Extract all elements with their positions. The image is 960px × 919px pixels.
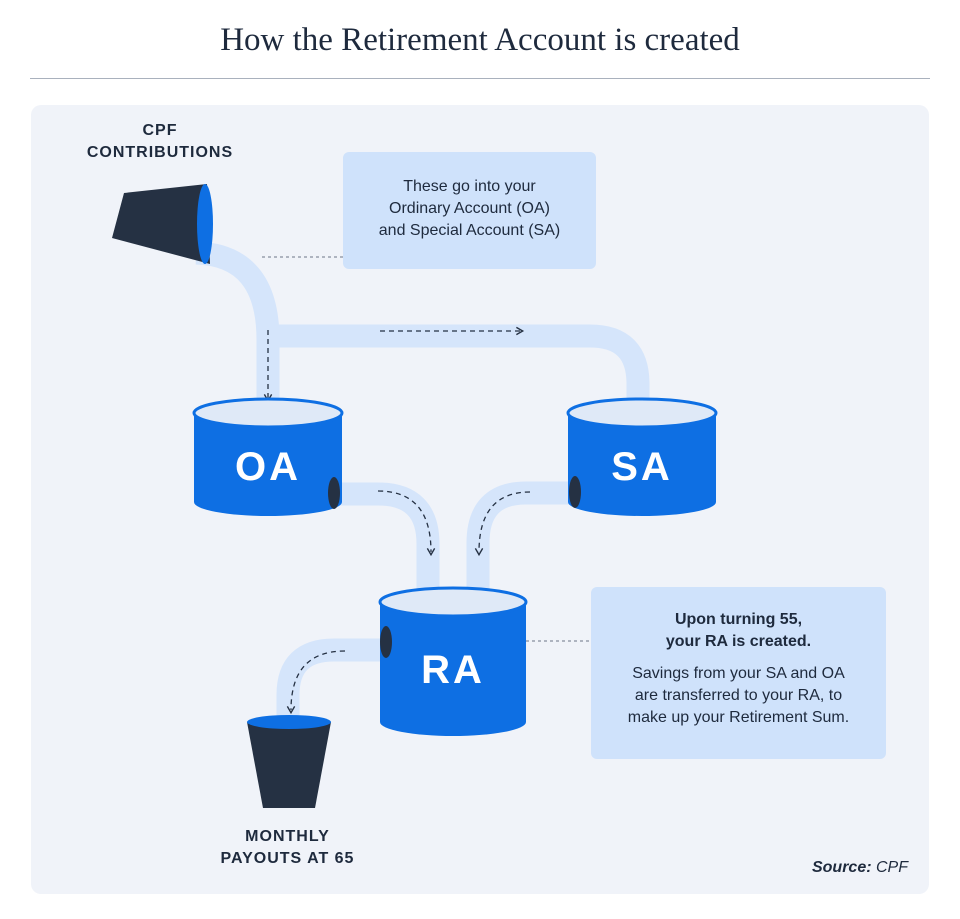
ra-callout-heading-line: your RA is created. (665, 633, 812, 650)
payouts-label-line1: MONTHLY (245, 828, 330, 845)
ra-callout-body-line: Savings from your SA and OA (632, 665, 845, 682)
payouts-cup-icon (247, 715, 331, 808)
ra-callout-heading: Upon turning 55, your RA is created. (591, 609, 886, 653)
ra-callout-heading-line: Upon turning 55, (674, 611, 803, 628)
oa-tank (192, 397, 344, 516)
pipe-oa-to-ra (332, 482, 440, 602)
pipe-contrib-to-oa (195, 241, 280, 415)
page-title: How the Retirement Account is created (220, 22, 740, 58)
sa-tank (566, 397, 718, 516)
ra-tank (378, 586, 528, 736)
arrow-oa-ra (377, 490, 436, 557)
oa-tank-label: OA (235, 445, 301, 489)
accounts-callout-line: and Special Account (SA) (378, 222, 561, 239)
arrow-ra-payout (286, 650, 346, 715)
pipe-oa-to-sa (268, 324, 650, 415)
pipe-ra-to-payout (276, 638, 389, 722)
ra-callout: Upon turning 55, your RA is created. Sav… (591, 587, 886, 759)
payouts-label: MONTHLY PAYOUTS AT 65 (200, 826, 375, 870)
payouts-label-line2: PAYOUTS AT 65 (220, 850, 355, 867)
pipes (195, 241, 650, 722)
source-value: CPF (876, 859, 908, 876)
accounts-callout-line: These go into your (403, 178, 536, 195)
accounts-callout: These go into your Ordinary Account (OA)… (343, 152, 596, 269)
sa-tank-label: SA (611, 445, 673, 489)
pipe-sa-to-ra (466, 481, 576, 602)
contributions-label-line1: CPF (142, 122, 178, 139)
contributions-label: CPF CONTRIBUTIONS (75, 120, 245, 164)
source-note: Source: CPF (812, 859, 908, 877)
ra-tank-label: RA (421, 648, 485, 692)
title-divider (30, 78, 930, 79)
flow-arrows (263, 326, 531, 715)
ra-callout-body-line: make up your Retirement Sum. (627, 709, 850, 726)
source-label: Source: (811, 859, 872, 876)
contributions-label-line2: CONTRIBUTIONS (86, 144, 234, 161)
contributions-cup-icon (112, 184, 213, 264)
accounts-callout-line: Ordinary Account (OA) (389, 200, 550, 217)
arrow-sa-ra (474, 491, 531, 557)
ra-callout-body-line: are transferred to your RA, to (634, 687, 843, 704)
